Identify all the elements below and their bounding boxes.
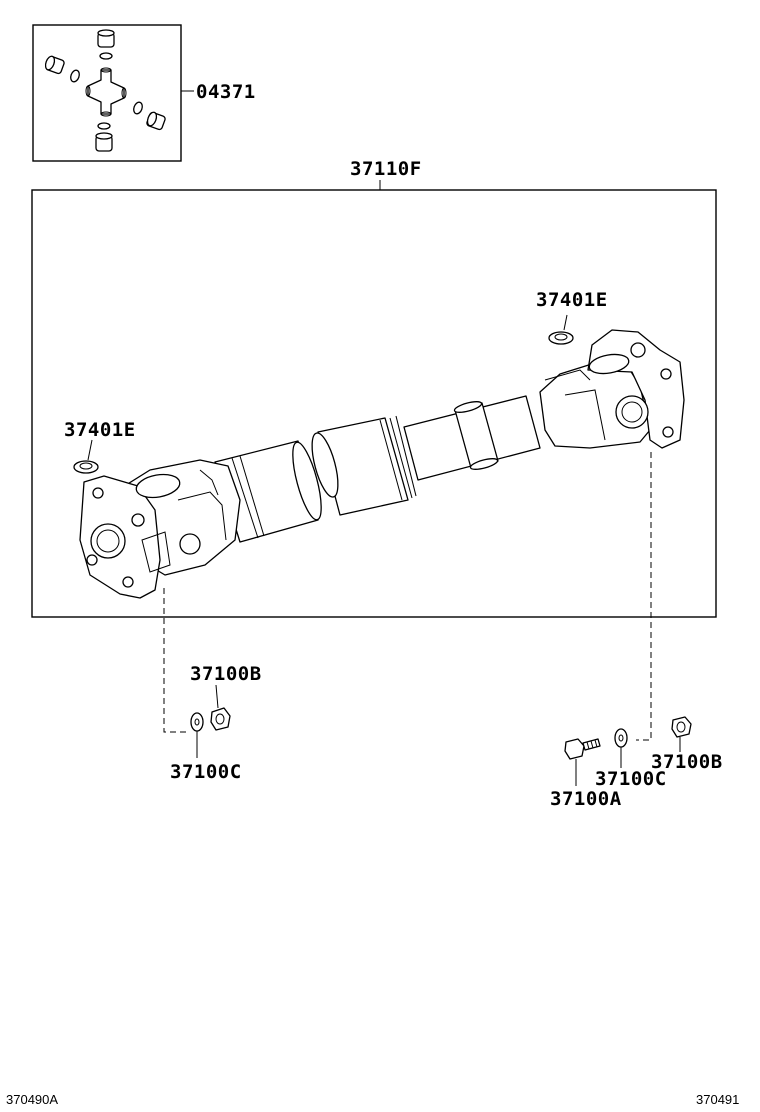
label-washer-right: 37100C xyxy=(595,768,667,790)
seal-ring-bottom xyxy=(97,122,111,130)
label-snap-ring-rear: 37401E xyxy=(536,289,608,311)
seal-ring-left xyxy=(70,69,80,83)
label-propeller-shaft-assy: 37110F xyxy=(350,158,422,180)
bearing-cap-left xyxy=(44,55,65,75)
propeller-shaft xyxy=(79,329,685,599)
leader-rear-fasteners xyxy=(636,452,652,741)
label-snap-ring-front: 37401E xyxy=(64,419,136,441)
seal-ring-top xyxy=(99,52,113,60)
label-bolt-right: 37100A xyxy=(550,788,622,810)
label-washer-left: 37100C xyxy=(170,761,242,783)
shaft-tube-main xyxy=(311,415,417,516)
spider-cross xyxy=(85,67,127,117)
universal-joint-kit-inset xyxy=(32,24,182,162)
footer-code-right: 370491 xyxy=(696,1092,739,1107)
snap-ring-front xyxy=(73,439,99,474)
bearing-cap-top xyxy=(97,29,115,48)
nut-left xyxy=(210,684,231,731)
nut-right xyxy=(671,716,692,752)
label-universal-joint-kit: 04371 xyxy=(196,81,256,103)
leader-front-fasteners xyxy=(163,588,190,733)
label-nut-left: 37100B xyxy=(190,663,262,685)
footer-code-left: 370490A xyxy=(6,1092,58,1107)
seal-ring-right xyxy=(133,101,143,115)
front-flange-yoke xyxy=(79,459,241,599)
bearing-cap-bottom xyxy=(95,132,113,152)
washer-left xyxy=(190,712,204,758)
shaft-ring-center xyxy=(453,401,499,470)
bolt-right xyxy=(564,738,601,786)
washer-right xyxy=(614,728,628,768)
shaft-tube-front xyxy=(214,440,322,543)
rear-flange-yoke xyxy=(539,329,685,449)
label-nut-right: 37100B xyxy=(651,751,723,773)
bearing-cap-right xyxy=(146,111,166,131)
propeller-shaft-assy-frame xyxy=(31,189,717,618)
snap-ring-rear xyxy=(548,314,574,345)
